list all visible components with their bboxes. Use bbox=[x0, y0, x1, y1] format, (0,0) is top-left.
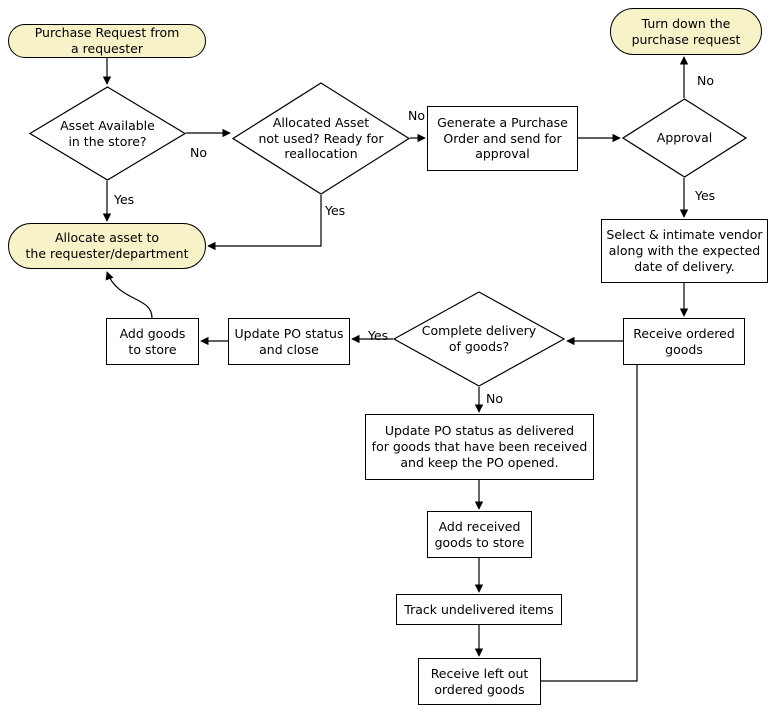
edge-label-no-allocated-asset: No bbox=[408, 108, 425, 123]
node-purchase-request-label: Purchase Request from a requester bbox=[34, 25, 180, 56]
node-update-po-delivered[interactable]: Update PO status as delivered for goods … bbox=[365, 414, 594, 480]
node-receive-left-out[interactable]: Receive left out ordered goods bbox=[418, 658, 541, 705]
node-generate-po[interactable]: Generate a Purchase Order and send for a… bbox=[427, 106, 578, 171]
node-receive-ordered-goods-label: Receive ordered goods bbox=[633, 325, 735, 357]
diamond-shape-icon bbox=[29, 86, 186, 181]
node-complete-delivery[interactable]: Complete delivery of goods? bbox=[393, 291, 565, 387]
node-track-undelivered[interactable]: Track undelivered items bbox=[396, 594, 562, 625]
diamond-shape-icon bbox=[393, 291, 565, 387]
node-add-goods-store-label: Add goods to store bbox=[119, 325, 186, 357]
node-asset-available[interactable]: Asset Available in the store? bbox=[29, 86, 186, 181]
edge-label-yes-approval: Yes bbox=[695, 188, 716, 203]
node-complete-delivery-label: Complete delivery of goods? bbox=[421, 323, 537, 354]
node-update-po-delivered-label: Update PO status as delivered for goods … bbox=[371, 423, 588, 470]
node-select-vendor-label: Select & intimate vendor along with the … bbox=[606, 227, 763, 274]
node-add-received-goods[interactable]: Add received goods to store bbox=[427, 511, 532, 558]
node-select-vendor[interactable]: Select & intimate vendor along with the … bbox=[601, 219, 768, 283]
node-allocate-asset[interactable]: Allocate asset to the requester/departme… bbox=[8, 223, 206, 269]
edge-label-no-approval: No bbox=[697, 73, 714, 88]
diamond-shape-icon bbox=[232, 82, 410, 195]
edge-label-yes-allocated-asset: Yes bbox=[325, 203, 346, 218]
node-generate-po-label: Generate a Purchase Order and send for a… bbox=[437, 114, 568, 162]
node-allocated-asset-label: Allocated Asset not used? Ready for real… bbox=[258, 114, 384, 162]
edge-receiveleftout-to-receive bbox=[541, 342, 642, 682]
node-update-po-close[interactable]: Update PO status and close bbox=[228, 318, 350, 365]
node-asset-available-label: Asset Available in the store? bbox=[60, 117, 155, 149]
edge-label-yes-asset-available: Yes bbox=[114, 192, 135, 207]
diamond-shape-icon bbox=[622, 98, 747, 178]
node-allocated-asset[interactable]: Allocated Asset not used? Ready for real… bbox=[232, 82, 410, 195]
edge-allocated-yes-to-allocate bbox=[207, 195, 322, 251]
node-receive-ordered-goods[interactable]: Receive ordered goods bbox=[623, 318, 745, 365]
node-add-received-goods-label: Add received goods to store bbox=[434, 518, 525, 550]
node-update-po-close-label: Update PO status and close bbox=[234, 325, 344, 357]
edge-label-no-complete-delivery: No bbox=[486, 391, 503, 406]
node-track-undelivered-label: Track undelivered items bbox=[404, 601, 554, 617]
node-allocate-asset-label: Allocate asset to the requester/departme… bbox=[25, 230, 189, 261]
node-add-goods-store[interactable]: Add goods to store bbox=[106, 318, 199, 365]
edge-label-no-asset-available: No bbox=[190, 145, 207, 160]
edge-addgoods-to-allocate bbox=[105, 271, 153, 319]
node-approval-label: Approval bbox=[656, 130, 713, 146]
node-approval[interactable]: Approval bbox=[622, 98, 747, 178]
node-receive-left-out-label: Receive left out ordered goods bbox=[430, 665, 529, 697]
edge-label-yes-complete-delivery: Yes bbox=[368, 328, 389, 343]
node-turn-down-label: Turn down the purchase request bbox=[631, 15, 741, 47]
node-turn-down[interactable]: Turn down the purchase request bbox=[610, 8, 762, 55]
node-purchase-request[interactable]: Purchase Request from a requester bbox=[8, 24, 206, 58]
